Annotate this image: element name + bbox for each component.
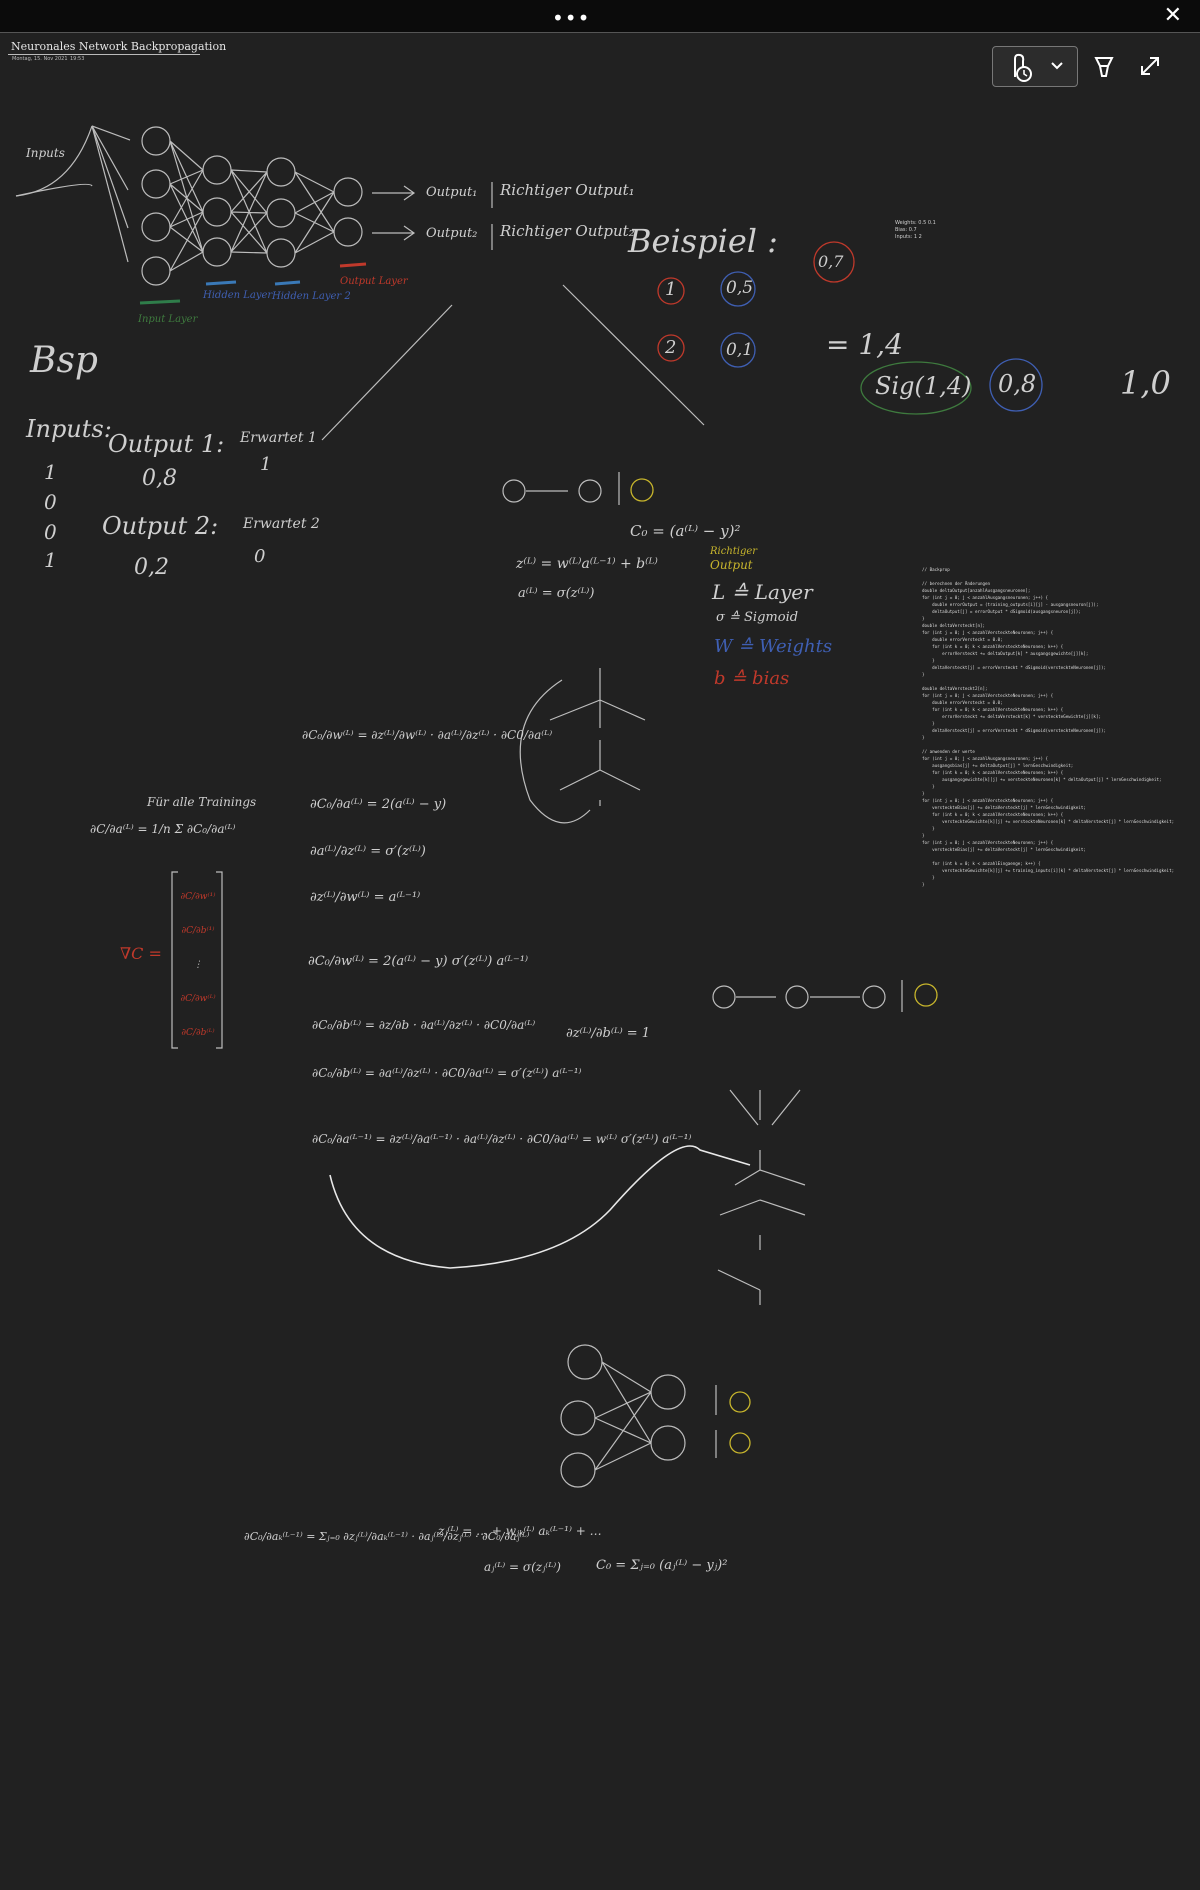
bsp-input-1: 1 bbox=[44, 460, 57, 484]
bsp-expected1-label: Erwartet 1 bbox=[240, 430, 317, 446]
example-b: 0,5 bbox=[726, 278, 754, 298]
expand-icon bbox=[1141, 57, 1159, 75]
output-layer-label: Output Layer bbox=[340, 276, 408, 287]
formula-for-all: Für alle Trainings bbox=[147, 795, 257, 809]
more-options-button[interactable]: ••• bbox=[552, 6, 591, 30]
formula-d3: ∂z⁽ᴸ⁾/∂w⁽ᴸ⁾ = a⁽ᴸ⁻¹⁾ bbox=[310, 890, 421, 905]
note-date: Montag, 15. Nov 2021 bbox=[12, 56, 68, 62]
true-output2-label: Richtiger Output₂ bbox=[500, 222, 635, 240]
formula-d5: ∂C₀/∂b⁽ᴸ⁾ = ∂z/∂b · ∂a⁽ᴸ⁾/∂z⁽ᴸ⁾ · ∂C0/∂a… bbox=[312, 1018, 536, 1032]
example-result: 0,8 bbox=[998, 370, 1037, 398]
bsp-input-2: 0 bbox=[44, 490, 57, 514]
formula-d2: ∂a⁽ᴸ⁾/∂z⁽ᴸ⁾ = σ′(z⁽ᴸ⁾) bbox=[310, 844, 426, 859]
gradient-item: ∂C/∂w⁽ᴸ⁾ bbox=[180, 994, 216, 1004]
gradient-item: ∂C/∂w⁽¹⁾ bbox=[180, 892, 216, 902]
formula-zj: zⱼ⁽ᴸ⁾ = … + wⱼₖ⁽ᴸ⁾ aₖ⁽ᴸ⁻¹⁾ + … bbox=[438, 1524, 602, 1538]
expand-button[interactable] bbox=[1136, 52, 1164, 84]
true-output1-label: Richtiger Output₁ bbox=[500, 181, 635, 199]
formula-a: a⁽ᴸ⁾ = σ(z⁽ᴸ⁾) bbox=[518, 586, 595, 601]
title-underline bbox=[8, 54, 200, 55]
bsp-input-3: 0 bbox=[44, 520, 57, 544]
hidden-layer2-label: Hidden Layer 2 bbox=[272, 291, 351, 302]
example-sig: Sig(1,4) bbox=[875, 372, 972, 400]
example-a: 1 bbox=[665, 279, 677, 300]
formula-chain: ∂C₀/∂w⁽ᴸ⁾ = ∂z⁽ᴸ⁾/∂w⁽ᴸ⁾ · ∂a⁽ᴸ⁾/∂z⁽ᴸ⁾ · … bbox=[302, 728, 553, 742]
bsp-expected2-value: 0 bbox=[254, 546, 266, 567]
bsp-title: Bsp bbox=[30, 340, 98, 381]
formula-cost-sum: C₀ = Σⱼ₌₀ (aⱼ⁽ᴸ⁾ − yⱼ)² bbox=[596, 1558, 728, 1573]
legend-output: Output bbox=[710, 558, 753, 572]
example-target: 1,0 bbox=[1120, 364, 1171, 402]
gradient-label: ∇C = bbox=[120, 944, 162, 963]
gradient-item: ∂C/∂b⁽¹⁾ bbox=[181, 926, 215, 936]
bsp-expected1-value: 1 bbox=[260, 454, 272, 475]
gradient-item: ⋮ bbox=[193, 960, 203, 970]
legend-sigmoid: σ ≙ Sigmoid bbox=[716, 610, 799, 625]
legend-inputs: Inputs: 1 2 bbox=[895, 234, 922, 240]
example-d: 0,1 bbox=[726, 340, 754, 360]
legend-weights: Weights: 0.5 0.1 bbox=[895, 220, 936, 226]
hidden-layer1-label: Hidden Layer bbox=[203, 290, 273, 301]
formula-dzdb: ∂z⁽ᴸ⁾/∂b⁽ᴸ⁾ = 1 bbox=[566, 1026, 651, 1041]
bsp-output1-label: Output 1: bbox=[108, 430, 225, 458]
bsp-output2-label: Output 2: bbox=[102, 512, 219, 540]
legend-weights-label: W ≙ Weights bbox=[714, 636, 833, 657]
note-title[interactable]: Neuronales Network Backpropagation bbox=[11, 40, 227, 53]
formula-d6: ∂C₀/∂b⁽ᴸ⁾ = ∂a⁽ᴸ⁾/∂z⁽ᴸ⁾ · ∂C0/∂a⁽ᴸ⁾ = σ′… bbox=[312, 1066, 582, 1080]
formula-d1: ∂C₀/∂a⁽ᴸ⁾ = 2(a⁽ᴸ⁾ − y) bbox=[310, 797, 447, 812]
legend-bias-label: b ≙ bias bbox=[714, 668, 790, 689]
inputs-label: Inputs bbox=[26, 146, 65, 160]
gradient-item: ∂C/∂b⁽ᴸ⁾ bbox=[181, 1028, 215, 1038]
backprop-code-block: // Backprop // berechnen der Änderungen … bbox=[922, 567, 1175, 887]
legend-bias: Bias: 0.7 bbox=[895, 227, 917, 233]
note-time: 19:53 bbox=[70, 56, 85, 62]
lasso-tool-button[interactable] bbox=[992, 46, 1078, 87]
example-legend: Weights: 0.5 0.1 Bias: 0.7 Inputs: 1 2 bbox=[895, 220, 936, 241]
bsp-output2-value: 0,2 bbox=[134, 555, 169, 580]
gradient-vector: ∂C/∂w⁽¹⁾ ∂C/∂b⁽¹⁾ ⋮ ∂C/∂w⁽ᴸ⁾ ∂C/∂b⁽ᴸ⁾ bbox=[180, 880, 216, 1050]
formula-z: z⁽ᴸ⁾ = w⁽ᴸ⁾a⁽ᴸ⁻¹⁾ + b⁽ᴸ⁾ bbox=[516, 556, 658, 572]
formula-d7: ∂C₀/∂a⁽ᴸ⁻¹⁾ = ∂z⁽ᴸ⁾/∂a⁽ᴸ⁻¹⁾ · ∂a⁽ᴸ⁾/∂z⁽ᴸ… bbox=[312, 1132, 692, 1146]
legend-richtiger: Richtiger bbox=[710, 546, 758, 557]
formula-d4: ∂C₀/∂w⁽ᴸ⁾ = 2(a⁽ᴸ⁾ − y) σ′(z⁽ᴸ⁾) a⁽ᴸ⁻¹⁾ bbox=[308, 954, 529, 969]
output2-label: Output₂ bbox=[426, 226, 478, 241]
example-sum: = 1,4 bbox=[826, 328, 903, 361]
formula-aj: aⱼ⁽ᴸ⁾ = σ(zⱼ⁽ᴸ⁾) bbox=[484, 1560, 561, 1574]
formula-cost: C₀ = (a⁽ᴸ⁾ − y)² bbox=[630, 522, 741, 540]
lasso-clock-icon bbox=[1014, 53, 1063, 82]
bsp-input-4: 1 bbox=[44, 548, 57, 572]
legend-layer: L ≙ Layer bbox=[712, 580, 813, 604]
formula-multi: ∂C₀/∂aₖ⁽ᴸ⁻¹⁾ = Σⱼ₌₀ ∂zⱼ⁽ᴸ⁾/∂aₖ⁽ᴸ⁻¹⁾ · ∂a… bbox=[244, 1530, 530, 1543]
input-layer-label: Input Layer bbox=[138, 314, 198, 325]
pen-tool-button[interactable] bbox=[1090, 52, 1118, 84]
example-c: 2 bbox=[665, 337, 677, 358]
output1-label: Output₁ bbox=[426, 185, 478, 200]
top-bar: ••• ✕ bbox=[0, 0, 1200, 33]
close-button[interactable]: ✕ bbox=[1163, 3, 1182, 28]
bsp-expected2-label: Erwartet 2 bbox=[243, 516, 320, 532]
pen-icon bbox=[1094, 57, 1114, 77]
example-title: Beispiel : bbox=[628, 222, 778, 260]
formula-average: ∂C/∂a⁽ᴸ⁾ = 1/n Σ ∂C₀/∂a⁽ᴸ⁾ bbox=[90, 822, 236, 836]
bsp-output1-value: 0,8 bbox=[142, 466, 177, 491]
example-bias: 0,7 bbox=[818, 252, 844, 271]
bsp-inputs-label: Inputs: bbox=[26, 415, 112, 443]
